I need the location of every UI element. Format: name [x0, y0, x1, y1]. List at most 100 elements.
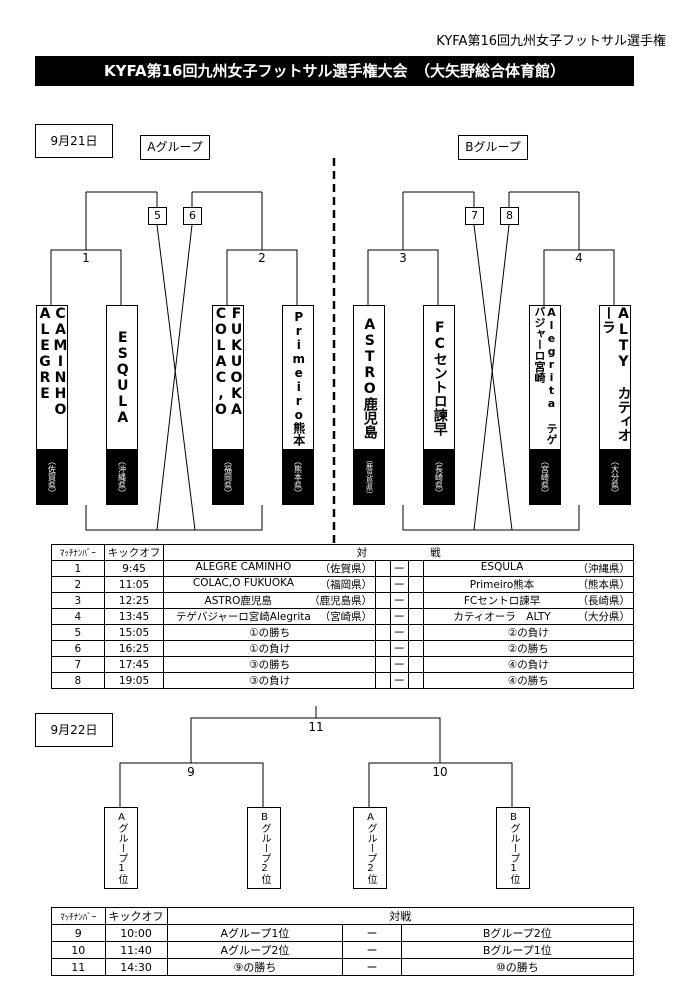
- col-kickoff: キックオフ: [103, 544, 165, 561]
- match-node-4: 4: [575, 251, 583, 265]
- spacer-cell: [407, 656, 424, 673]
- kickoff-time: 9:45: [103, 560, 165, 577]
- away-team: Primeiro熊本 （熊本県）: [422, 576, 635, 593]
- home-team: ③の負け: [163, 672, 377, 689]
- spacer-cell: [375, 672, 392, 689]
- vs-dash: ー: [390, 560, 409, 577]
- away-team-pref: （大分県）: [577, 611, 631, 623]
- home-team: テゲバジャーロ宮崎Alegrita（宮崎県）: [163, 608, 377, 625]
- home-team: COLAC,O FUKUOKA （福岡県）: [163, 576, 377, 593]
- vs-dash: ー: [390, 592, 409, 609]
- team-name: ESQULA: [114, 329, 131, 426]
- vs-dash: ー: [342, 924, 402, 942]
- spacer-cell: [407, 672, 424, 689]
- team-name: FUKUOKA COLAC,O: [213, 306, 245, 418]
- away-team-name: ④の勝ち: [507, 675, 549, 687]
- vs-dash: ー: [390, 624, 409, 641]
- team-card: Primeiro熊本 （熊本県）: [282, 305, 314, 505]
- away-team-name: ②の勝ち: [507, 643, 549, 655]
- home-team-name: ⑨の勝ち: [166, 958, 344, 976]
- spacer-cell: [407, 576, 424, 593]
- match-node-2: 2: [258, 251, 266, 265]
- vs-dash: ー: [390, 640, 409, 657]
- home-team-name: ①の負け: [249, 643, 291, 655]
- match-no: 2: [51, 576, 105, 593]
- home-team-pref: （福岡県）: [319, 579, 373, 591]
- kickoff-time: 10:00: [104, 924, 168, 942]
- team-card: Alegrita テゲバジャーロ宮崎 （宮崎県）: [529, 305, 561, 505]
- team-name: ALTY カティオーラ: [600, 306, 632, 442]
- away-team: ④の負け: [422, 656, 635, 673]
- team-prefecture: （大分県）: [610, 456, 620, 497]
- match-no: 6: [51, 640, 105, 657]
- day2-date: 9月22日: [35, 713, 113, 747]
- table-header: ﾏｯﾁﾅﾝﾊﾞｰ キックオフ 対 戦: [51, 544, 634, 561]
- home-team-name: ALEGRE CAMINHO: [195, 561, 292, 573]
- slot-label: Bグループ1位: [508, 812, 519, 884]
- away-team: ④の勝ち: [422, 672, 635, 689]
- vs-dash: ー: [390, 656, 409, 673]
- away-team: ②の負け: [422, 624, 635, 641]
- home-team: ALEGRE CAMINHO （佐賀県）: [163, 560, 377, 577]
- team-prefecture: （鹿児島県）: [365, 455, 374, 498]
- day1-date: 9月21日: [35, 124, 113, 158]
- vs-dash: ー: [390, 672, 409, 689]
- team-prefecture: （熊本県）: [293, 456, 303, 497]
- team-prefecture: （佐賀県）: [47, 456, 57, 497]
- spacer-cell: [407, 592, 424, 609]
- spacer-cell: [375, 640, 392, 657]
- col-match-no: ﾏｯﾁﾅﾝﾊﾞｰ: [51, 544, 105, 561]
- vs-dash: ー: [390, 576, 409, 593]
- match-no: 9: [51, 924, 106, 942]
- col-kickoff: キックオフ: [104, 907, 168, 925]
- match-node-11: 11: [308, 720, 324, 734]
- spacer-cell: [375, 560, 392, 577]
- away-team: カティオーラ ALTY（大分県）: [422, 608, 635, 625]
- home-team: ①の勝ち: [163, 624, 377, 641]
- match-no: 7: [51, 656, 105, 673]
- home-team-name: ①の勝ち: [249, 627, 291, 639]
- kickoff-time: 15:05: [103, 624, 165, 641]
- away-team-name: ESQULA: [480, 561, 524, 573]
- bracket-slot: Aグループ2位: [353, 807, 387, 889]
- spacer-cell: [407, 608, 424, 625]
- away-team-name: ②の負け: [507, 627, 549, 639]
- match-node-6: 6: [183, 207, 202, 225]
- match-no: 3: [51, 592, 105, 609]
- home-team-name: Aグループ2位: [166, 941, 344, 959]
- team-card: ESQULA （沖縄県）: [106, 305, 138, 505]
- away-team-name: Primeiro熊本: [469, 579, 535, 591]
- team-name: Primeiro熊本: [291, 309, 306, 446]
- home-team-name: ③の負け: [249, 675, 291, 687]
- match-no: 1: [51, 560, 105, 577]
- team-prefecture: （長崎県）: [434, 456, 444, 497]
- team-card: FCセントロ諫早 （長崎県）: [423, 305, 455, 505]
- kickoff-time: 14:30: [104, 958, 168, 976]
- home-team-pref: （佐賀県）: [319, 563, 373, 575]
- home-team-name: ASTRO鹿児島: [204, 595, 272, 607]
- spacer-cell: [375, 576, 392, 593]
- home-team-pref: （宮崎県）: [319, 611, 373, 623]
- home-team-name: COLAC,O FUKUOKA: [192, 577, 294, 589]
- team-name: Alegrita テゲバジャーロ宮崎: [533, 306, 558, 445]
- spacer-cell: [375, 592, 392, 609]
- match-no: 8: [51, 672, 105, 689]
- away-team-name: FCセントロ諫早: [463, 595, 541, 607]
- away-team-pref: （熊本県）: [577, 579, 631, 591]
- slot-label: Aグループ1位: [116, 812, 127, 884]
- home-team: ①の負け: [163, 640, 377, 657]
- away-team-name: ⑩の勝ち: [400, 958, 635, 976]
- kickoff-time: 11:05: [103, 576, 165, 593]
- team-card: FUKUOKA COLAC,O （福岡県）: [212, 305, 245, 505]
- away-team-name: Bグループ2位: [400, 924, 635, 942]
- match-node-9: 9: [187, 765, 195, 779]
